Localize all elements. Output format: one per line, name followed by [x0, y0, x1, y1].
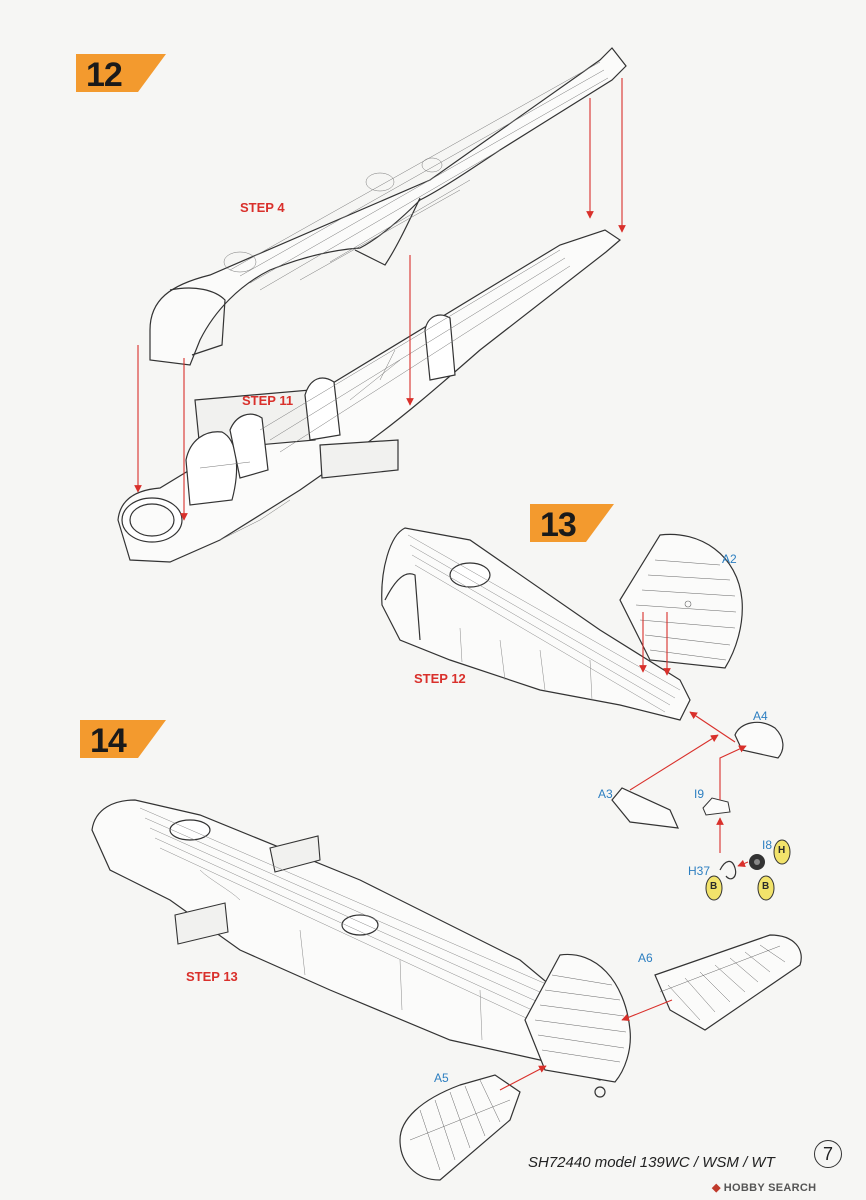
paint-code-h: H — [778, 845, 786, 856]
badge-shape — [80, 720, 166, 758]
part-label-a3: A3 — [598, 787, 613, 801]
hobby-search-watermark: ◆HOBBY SEARCH — [712, 1181, 816, 1194]
step-ref-11: STEP 11 — [242, 393, 294, 408]
step12-arrows — [134, 78, 626, 521]
step-number: 12 — [86, 56, 123, 94]
step-number: 14 — [90, 722, 127, 760]
step-badge-14: 14 — [80, 716, 166, 760]
part-label-h37: H37 — [688, 864, 711, 878]
model-footer: SH72440 model 139WC / WSM / WT — [528, 1154, 775, 1171]
watermark-logo-icon: ◆ — [712, 1182, 721, 1194]
part-a3 — [611, 787, 679, 829]
part-a6-ribs — [659, 944, 786, 1021]
step12-lower-fuselage — [117, 229, 621, 563]
part-label-a6: A6 — [638, 951, 653, 965]
step-ref-12: STEP 12 — [414, 671, 466, 686]
part-label-i9: I9 — [694, 787, 705, 801]
step14-fuselage — [91, 799, 616, 1081]
paint-code-circles — [705, 839, 791, 901]
part-a2-ribs — [635, 559, 737, 661]
step12-upper-panel-lines — [223, 61, 609, 291]
step-number: 13 — [540, 506, 577, 544]
watermark-text: HOBBY SEARCH — [723, 1182, 817, 1194]
step14-panel-lines — [139, 807, 561, 1041]
part-a6-stabilizer — [654, 934, 802, 1031]
badge-shape — [76, 54, 166, 92]
part-label-a5: A5 — [434, 1071, 449, 1085]
part-a5-ribs — [409, 1079, 511, 1171]
part-a5-stabilizer — [399, 1074, 521, 1181]
step14-tail-ribs — [534, 974, 627, 1063]
part-a2-rudder — [619, 533, 743, 669]
part-label-a2: A2 — [722, 552, 737, 566]
step13-panel-lines — [407, 534, 681, 713]
step-badge-13: 13 — [530, 500, 614, 544]
badge-shape — [530, 504, 614, 542]
step-ref-13: STEP 13 — [186, 969, 238, 984]
step14-tail — [524, 953, 631, 1083]
step14-wing-stub — [174, 835, 321, 945]
tail-wheel — [594, 1086, 606, 1098]
part-a4 — [734, 721, 784, 759]
step13-arrows — [629, 612, 749, 868]
paint-code-b-right: B — [762, 881, 770, 892]
part-label-a4: A4 — [753, 709, 768, 723]
part-h37 — [719, 860, 737, 880]
step-ref-4: STEP 4 — [240, 200, 285, 215]
part-i9 — [702, 797, 731, 816]
part-i8-wheel — [749, 854, 765, 870]
paint-code-b-left: B — [710, 881, 718, 892]
step14-arrows — [499, 999, 673, 1091]
step12-upper-fuselage — [149, 47, 627, 366]
part-label-i8: I8 — [762, 838, 773, 852]
step-badge-12: 12 — [76, 50, 166, 94]
page-number: 7 — [814, 1140, 842, 1168]
